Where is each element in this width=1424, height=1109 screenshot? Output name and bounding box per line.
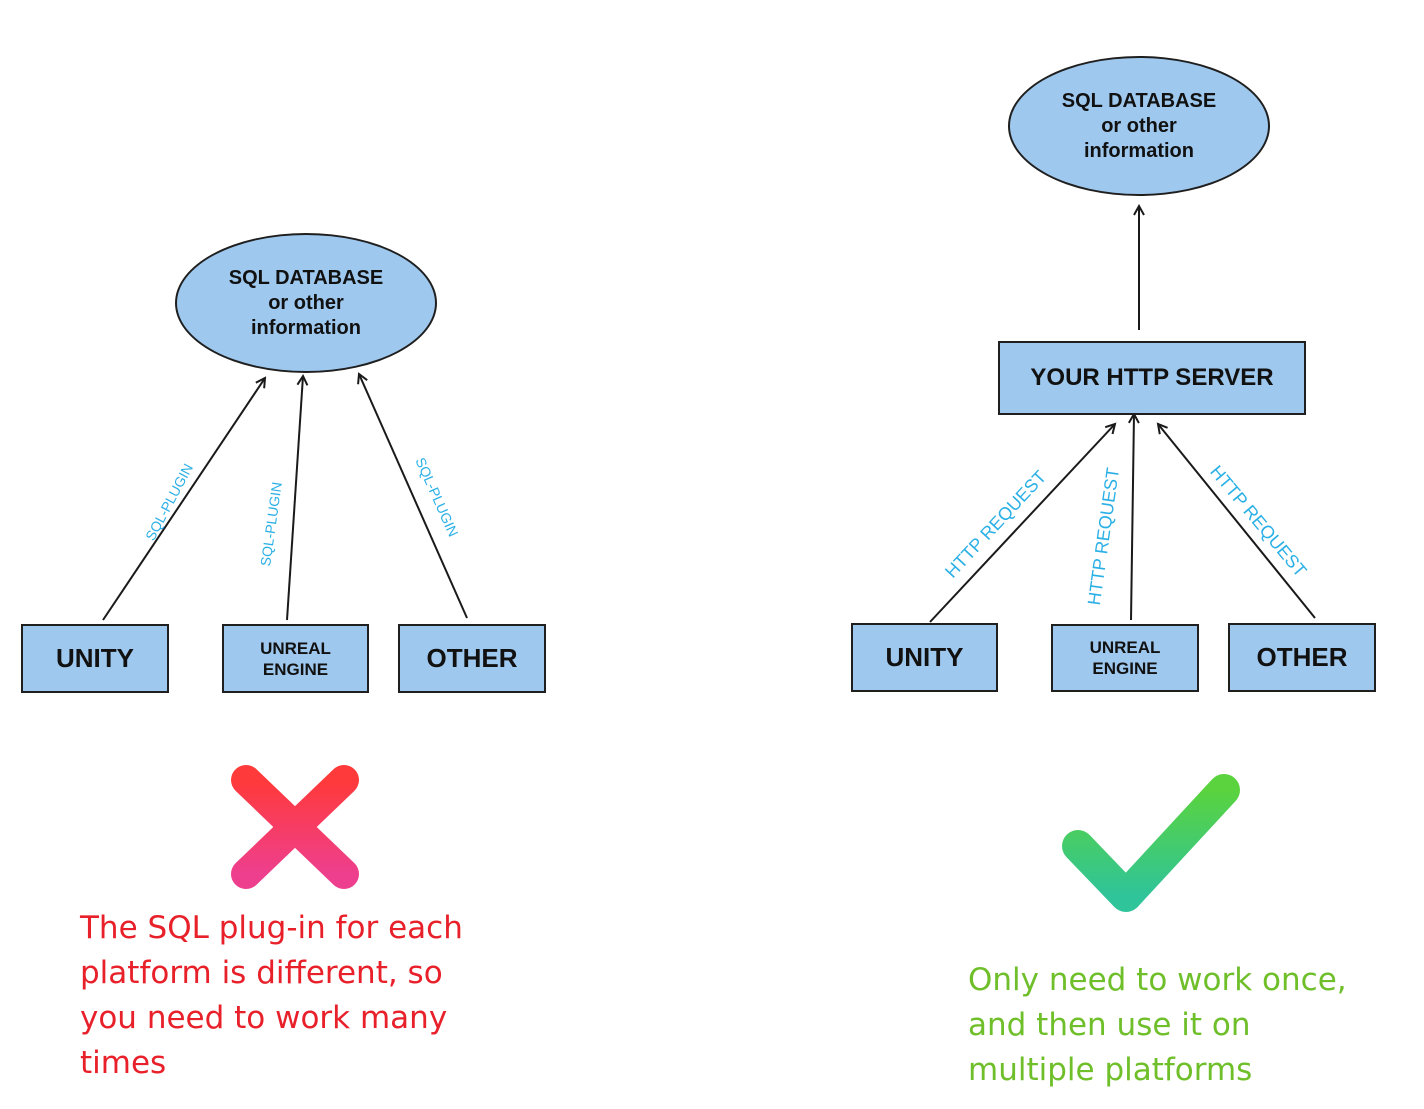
arrow-unity-to-server bbox=[929, 424, 1115, 623]
left-other-node: OTHER bbox=[398, 624, 546, 693]
arrow-unreal-to-database bbox=[286, 376, 303, 621]
database-label-line1: SQL DATABASE bbox=[1061, 89, 1217, 112]
other-label: OTHER bbox=[1256, 642, 1348, 672]
http-server-node: YOUR HTTP SERVER bbox=[998, 341, 1306, 415]
http-server-label: YOUR HTTP SERVER bbox=[1030, 364, 1274, 391]
database-label-line1: SQL DATABASE bbox=[228, 266, 384, 289]
unreal-label-line1: UNREAL bbox=[260, 638, 331, 658]
left-unreal-engine-node: UNREAL ENGINE bbox=[222, 624, 369, 693]
green-check-icon bbox=[1062, 774, 1240, 912]
database-label-line2: or other bbox=[268, 291, 344, 314]
unreal-label-line2: ENGINE bbox=[1092, 659, 1158, 678]
arrow-other-to-server bbox=[1158, 424, 1316, 619]
red-cross-icon bbox=[231, 765, 359, 889]
unreal-label-line2: ENGINE bbox=[262, 659, 329, 679]
right-database-node: SQL DATABASE or other information bbox=[1008, 56, 1270, 196]
unity-label: UNITY bbox=[56, 643, 134, 673]
unity-label: UNITY bbox=[885, 642, 964, 672]
right-caption: Only need to work once, and then use it … bbox=[968, 962, 1347, 1088]
database-label-line3: information bbox=[251, 316, 361, 339]
right-unity-node: UNITY bbox=[851, 623, 998, 692]
arrow-unity-to-database bbox=[102, 378, 265, 621]
other-label: OTHER bbox=[426, 643, 518, 673]
right-other-node: OTHER bbox=[1228, 623, 1376, 692]
right-unreal-engine-node: UNREAL ENGINE bbox=[1051, 624, 1199, 692]
unreal-label-line1: UNREAL bbox=[1089, 638, 1161, 657]
database-label-line3: information bbox=[1084, 139, 1194, 162]
arrow-unreal-to-server bbox=[1131, 414, 1134, 621]
arrow-other-to-database bbox=[359, 374, 468, 619]
left-caption: The SQL plug-in for each platform is dif… bbox=[80, 910, 463, 1081]
left-database-node: SQL DATABASE or other information bbox=[175, 233, 437, 373]
database-label-line2: or other bbox=[1101, 114, 1177, 137]
left-unity-node: UNITY bbox=[21, 624, 169, 693]
